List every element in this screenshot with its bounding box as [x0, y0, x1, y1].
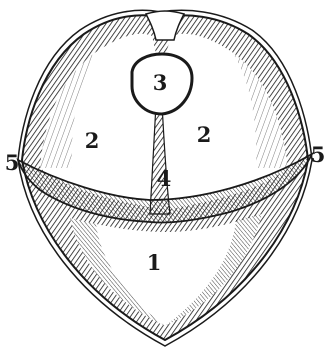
label-region-1: 1 [147, 250, 162, 275]
label-region-5-right: 5 [311, 142, 326, 167]
label-region-2-left: 2 [85, 128, 100, 153]
label-region-4: 4 [157, 166, 172, 191]
label-region-5-left: 5 [5, 150, 20, 175]
label-region-2-right: 2 [197, 122, 212, 147]
label-region-3: 3 [153, 70, 168, 95]
